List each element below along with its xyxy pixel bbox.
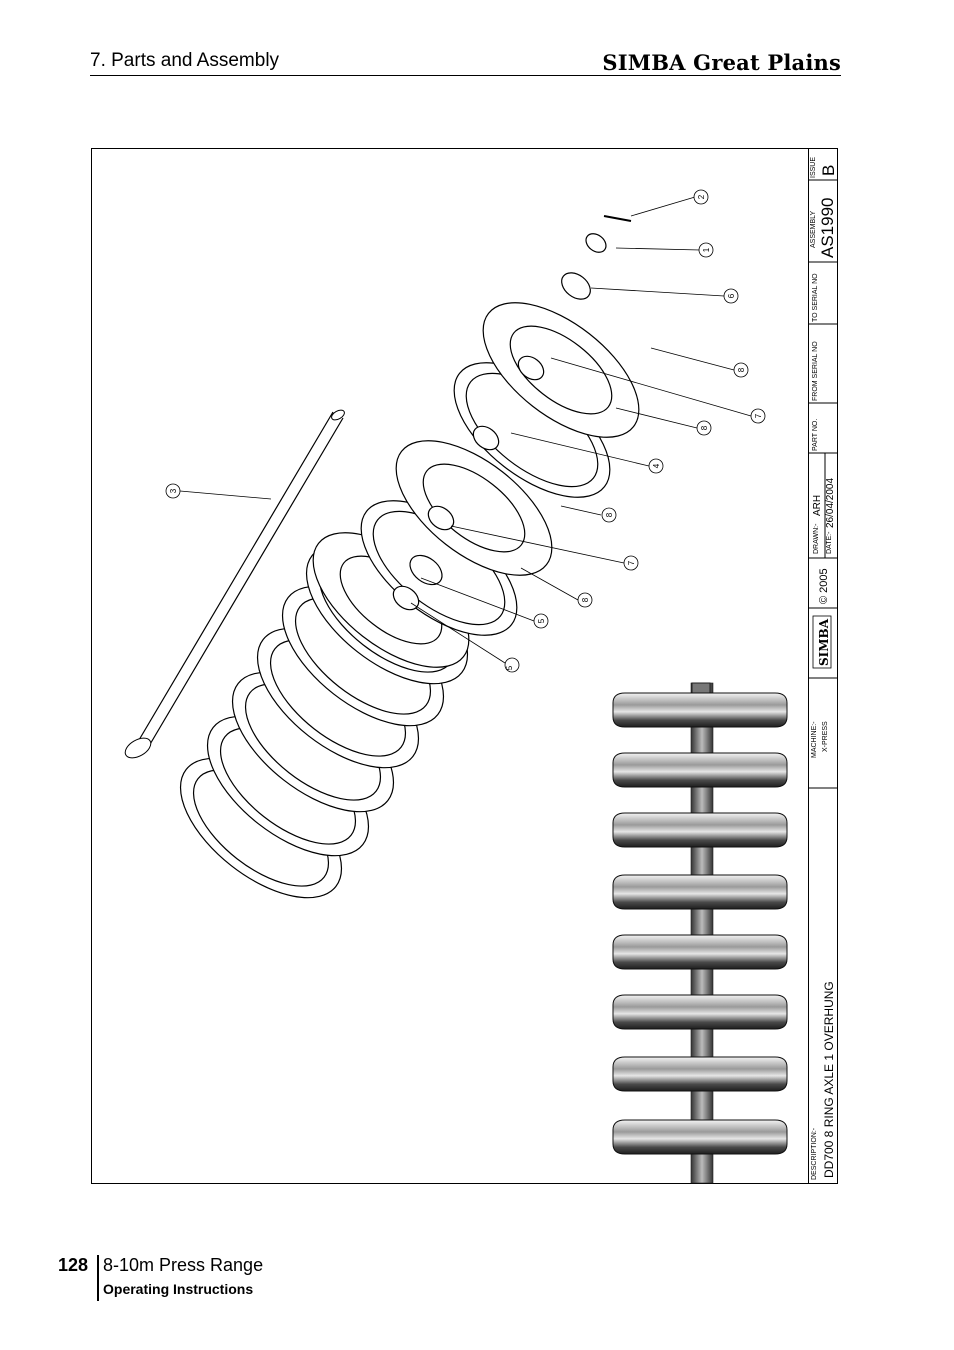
- exploded-rings: [312, 215, 640, 668]
- svg-text:5: 5: [505, 665, 514, 670]
- title-block: ISSUE B ASSEMBLY AS1990 TO SERIAL NO FRO…: [808, 148, 838, 1184]
- title-block-grid: [808, 148, 838, 1184]
- callout-5: 5: [533, 613, 549, 629]
- copyright: © 2005: [818, 568, 830, 604]
- callout-6: 6: [723, 288, 739, 304]
- assembled-axle-render: [612, 682, 788, 1184]
- machine-value: X-PRESS: [822, 721, 829, 752]
- assembly-number: AS1990: [818, 197, 837, 259]
- svg-text:3: 3: [169, 488, 178, 493]
- callout-2: 2: [693, 189, 709, 205]
- svg-text:5: 5: [537, 618, 546, 623]
- issue-label: ISSUE: [810, 156, 817, 178]
- callout-bubbles: 2 1 6 8 7 8 4 3 8 7 8 5 5: [165, 189, 766, 673]
- callout-8: 8: [696, 420, 712, 436]
- assembly-label: ASSEMBLY: [810, 210, 817, 248]
- from-serial-label: FROM SERIAL NO: [812, 341, 819, 401]
- callout-3: 3: [165, 483, 181, 499]
- callout-leaders: [179, 196, 752, 664]
- section-title: 7. Parts and Assembly: [90, 50, 280, 71]
- machine-label: MACHINE:-: [811, 721, 818, 758]
- svg-text:1: 1: [702, 247, 711, 252]
- callout-7: 7: [623, 555, 639, 571]
- callout-7: 7: [750, 408, 766, 424]
- rendered-rings: [612, 692, 788, 1155]
- svg-text:6: 6: [727, 293, 736, 298]
- page-number: 128: [58, 1255, 89, 1275]
- callout-8: 8: [577, 592, 593, 608]
- svg-text:8: 8: [737, 367, 746, 372]
- part-no-label: PART NO.: [812, 418, 819, 451]
- footer-rule: [97, 1255, 99, 1301]
- svg-text:8: 8: [605, 512, 614, 517]
- issue-value: B: [819, 164, 838, 176]
- brand-logo-text: SIMBA Great Plains: [602, 50, 841, 75]
- date-value: 26/04/2004: [825, 477, 836, 528]
- svg-text:8: 8: [700, 425, 709, 430]
- footer-range-title: 8-10m Press Range: [103, 1255, 264, 1275]
- description-label: DESCRIPTION:-: [811, 1127, 818, 1180]
- description-value: DD700 8 RING AXLE 1 OVERHUNG: [822, 981, 836, 1178]
- svg-text:7: 7: [754, 413, 763, 418]
- drawn-by: ARH: [812, 494, 823, 516]
- callout-8: 8: [601, 507, 617, 523]
- svg-text:7: 7: [627, 560, 636, 565]
- to-serial-label: TO SERIAL NO: [812, 273, 819, 322]
- callout-4: 4: [648, 458, 664, 474]
- callout-5: 5: [504, 657, 520, 673]
- svg-text:4: 4: [652, 463, 661, 468]
- drawn-label: DRAWN:-: [813, 523, 820, 554]
- callout-1: 1: [698, 242, 714, 258]
- footer-subtitle: Operating Instructions: [103, 1281, 254, 1297]
- exploded-assembly-drawing: 2 1 6 8 7 8 4 3 8 7 8 5 5: [124, 189, 788, 1184]
- callout-8: 8: [733, 362, 749, 378]
- date-label: DATE:-: [826, 531, 833, 554]
- axle-shaft: [124, 409, 345, 759]
- header-rule: [90, 75, 841, 76]
- simba-logo: SIMBA: [817, 618, 831, 666]
- svg-text:8: 8: [581, 597, 590, 602]
- svg-text:2: 2: [697, 194, 706, 199]
